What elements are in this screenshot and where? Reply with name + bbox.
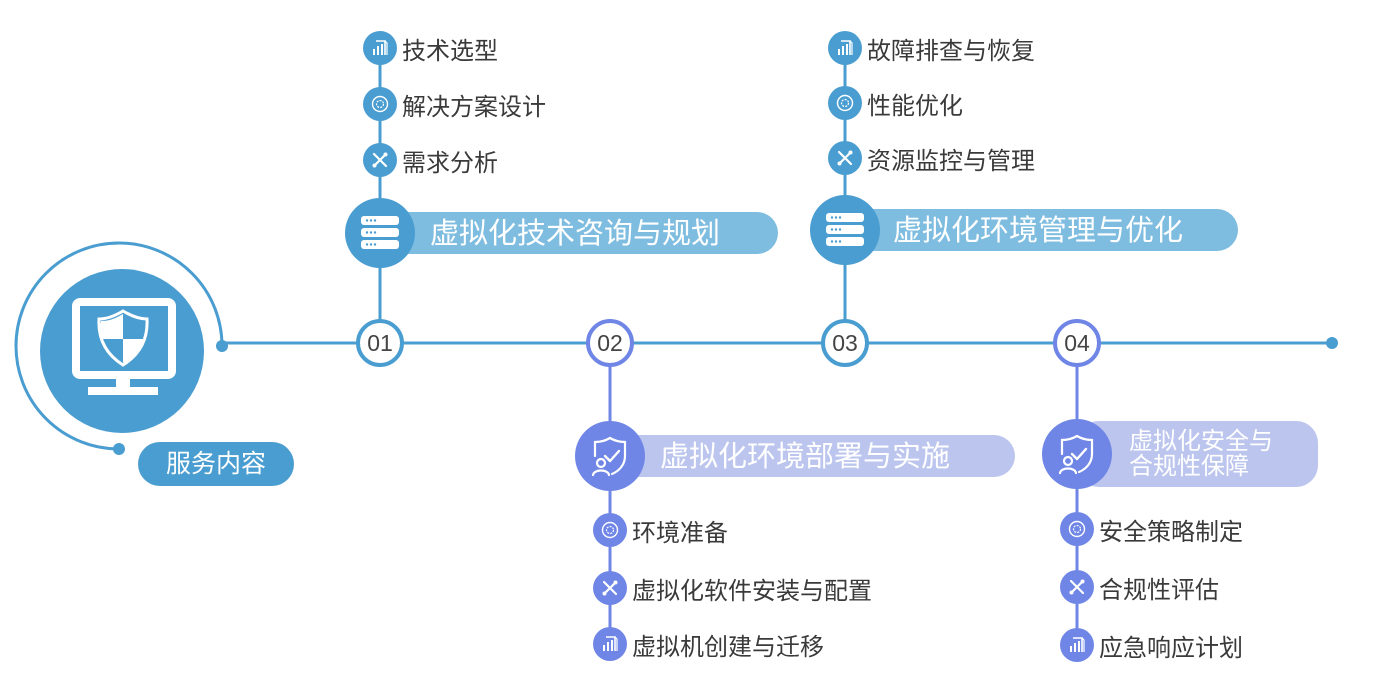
user-shield-check-icon xyxy=(591,436,627,477)
step-03-title-pill: 虚拟化环境管理与优化 xyxy=(845,209,1238,251)
hub-ring-dot-bottom xyxy=(113,443,125,455)
step-node-01[interactable]: 01 xyxy=(356,319,404,367)
tools-icon xyxy=(593,571,627,605)
step-03-items: 故障排查与恢复 性能优化 资源监控与管理 xyxy=(828,30,1035,176)
step-04-items: 安全策略制定 合规性评估 应急响应计划 xyxy=(1060,511,1243,663)
list-item[interactable]: 应急响应计划 xyxy=(1060,627,1243,663)
step-04-title-line2: 合规性保障 xyxy=(1129,452,1249,480)
item-label: 虚拟化软件安装与配置 xyxy=(632,576,872,605)
step-04-title-pill: 虚拟化安全与 合规性保障 xyxy=(1077,421,1318,487)
item-label: 合规性评估 xyxy=(1099,575,1219,604)
step-node-04[interactable]: 04 xyxy=(1053,319,1101,367)
bar-chart-icon xyxy=(363,31,397,65)
hub-icon-circle xyxy=(40,269,204,433)
step-04-category-icon xyxy=(1042,419,1112,489)
hub-ring-arc xyxy=(14,241,224,451)
step-02-title-pill: 虚拟化环境部署与实施 xyxy=(610,435,1015,477)
item-label: 虚拟机创建与迁移 xyxy=(632,632,824,661)
list-item[interactable]: 合规性评估 xyxy=(1060,569,1243,605)
gear-circle-icon xyxy=(828,86,862,120)
list-item[interactable]: 资源监控与管理 xyxy=(828,140,1035,176)
bar-chart-icon xyxy=(593,627,627,661)
tools-icon xyxy=(1060,570,1094,604)
list-item[interactable]: 安全策略制定 xyxy=(1060,511,1243,547)
item-label: 环境准备 xyxy=(632,518,728,547)
step-02-category-icon xyxy=(575,421,645,491)
step-02-items: 环境准备 虚拟化软件安装与配置 虚拟机创建与迁移 xyxy=(593,512,872,662)
list-item[interactable]: 故障排查与恢复 xyxy=(828,30,1035,66)
item-label: 资源监控与管理 xyxy=(867,146,1035,175)
list-item[interactable]: 技术选型 xyxy=(363,30,546,66)
step-03-title: 虚拟化环境管理与优化 xyxy=(893,213,1184,247)
item-label: 技术选型 xyxy=(402,36,498,65)
step-01-items: 技术选型 解决方案设计 需求分析 xyxy=(363,30,546,178)
step-node-02[interactable]: 02 xyxy=(586,319,634,367)
gear-circle-icon xyxy=(1060,512,1094,546)
item-label: 故障排查与恢复 xyxy=(867,36,1035,65)
hub-label: 服务内容 xyxy=(138,442,294,486)
step-02-title: 虚拟化环境部署与实施 xyxy=(660,439,951,473)
list-item[interactable]: 虚拟机创建与迁移 xyxy=(593,626,872,662)
step-01-title: 虚拟化技术咨询与规划 xyxy=(430,216,721,250)
list-item[interactable]: 需求分析 xyxy=(363,142,546,178)
step-01-title-pill: 虚拟化技术咨询与规划 xyxy=(380,212,778,254)
list-item[interactable]: 虚拟化软件安装与配置 xyxy=(593,570,872,606)
step-node-03[interactable]: 03 xyxy=(821,319,869,367)
list-item[interactable]: 解决方案设计 xyxy=(363,86,546,122)
step-01-category-icon xyxy=(345,198,415,268)
tools-icon xyxy=(363,143,397,177)
user-shield-check-icon xyxy=(1058,434,1094,475)
tools-icon xyxy=(828,141,862,175)
item-label: 需求分析 xyxy=(402,148,498,177)
list-item[interactable]: 性能优化 xyxy=(828,85,1035,121)
bar-chart-icon xyxy=(1060,628,1094,662)
step-03-category-icon xyxy=(810,195,880,265)
step-04-title-line1: 虚拟化安全与 xyxy=(1129,427,1273,455)
server-stack-icon xyxy=(826,213,864,246)
item-label: 性能优化 xyxy=(867,91,963,120)
timeline-end-dot xyxy=(1326,337,1338,349)
item-label: 应急响应计划 xyxy=(1099,633,1243,662)
list-item[interactable]: 环境准备 xyxy=(593,512,872,548)
bar-chart-icon xyxy=(828,31,862,65)
monitor-shield-icon xyxy=(72,298,176,395)
gear-circle-icon xyxy=(363,87,397,121)
item-label: 解决方案设计 xyxy=(402,92,546,121)
gear-circle-icon xyxy=(593,513,627,547)
item-label: 安全策略制定 xyxy=(1099,517,1243,546)
server-stack-icon xyxy=(361,216,399,249)
